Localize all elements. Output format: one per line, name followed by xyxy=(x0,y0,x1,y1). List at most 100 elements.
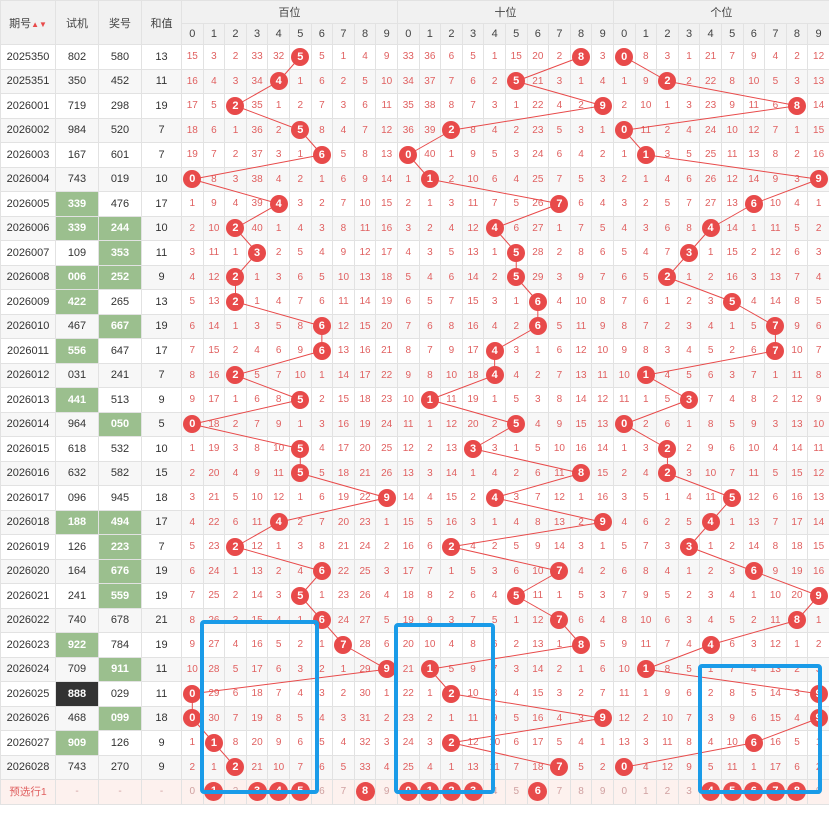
hundreds-miss-cell: 3 xyxy=(288,191,312,217)
issue-cell: 2026014 xyxy=(0,411,56,437)
hundreds-miss-cell: 12 xyxy=(202,264,226,290)
hundreds-miss-cell: 14 xyxy=(202,313,226,339)
preselect-ball[interactable]: 0 xyxy=(398,782,418,802)
tens-preselect-option[interactable]: 8 xyxy=(569,779,593,805)
trial-cell: 740 xyxy=(55,607,99,633)
units-preselect-selected[interactable]: 7 xyxy=(764,779,787,805)
units-miss-cell: 12 xyxy=(807,460,829,486)
units-miss-cell: 2 xyxy=(742,240,766,266)
preselect-ball[interactable]: 6 xyxy=(528,782,548,802)
units-miss-cell: 12 xyxy=(656,754,679,780)
hundreds-preselect-selected[interactable]: 8 xyxy=(353,779,377,805)
preselect-ball[interactable]: 8 xyxy=(787,782,807,802)
units-miss-cell: 11 xyxy=(742,460,766,486)
tens-preselect-selected[interactable]: 3 xyxy=(461,779,485,805)
tens-miss-cell: 2 xyxy=(548,44,571,70)
tens-preselect-option[interactable]: 9 xyxy=(591,779,614,805)
preselect-ball[interactable]: 4 xyxy=(269,782,289,802)
hundreds-hit-cell: 3 xyxy=(245,240,269,266)
hundreds-miss-cell: 3 xyxy=(224,607,247,633)
units-miss-cell: 2 xyxy=(742,607,766,633)
preselect-ball[interactable]: 4 xyxy=(701,782,721,802)
preselect-ball[interactable]: 3 xyxy=(463,782,483,802)
tens-preselect-option[interactable]: 7 xyxy=(548,779,571,805)
units-preselect-option[interactable]: 0 xyxy=(612,779,636,805)
hundreds-preselect-selected[interactable]: 1 xyxy=(202,779,226,805)
units-preselect-option[interactable]: 2 xyxy=(656,779,679,805)
tens-preselect-option[interactable]: 5 xyxy=(504,779,528,805)
hundreds-preselect-selected[interactable]: 5 xyxy=(288,779,312,805)
units-miss-cell: 5 xyxy=(612,534,636,560)
hundreds-preselect-option[interactable]: 2 xyxy=(224,779,247,805)
tens-miss-cell: 9 xyxy=(548,411,571,437)
hundreds-miss-cell: 18 xyxy=(353,387,377,413)
preselect-ball[interactable]: 5 xyxy=(290,782,310,802)
tens-preselect-selected[interactable]: 6 xyxy=(526,779,550,805)
hundreds-preselect-selected[interactable]: 4 xyxy=(267,779,290,805)
tens-preselect-selected[interactable]: 0 xyxy=(396,779,420,805)
preselect-ball[interactable]: 8 xyxy=(355,782,375,802)
tens-preselect-selected[interactable]: 1 xyxy=(418,779,442,805)
preselect-ball[interactable]: 7 xyxy=(765,782,785,802)
hundreds-miss-cell: 3 xyxy=(267,142,290,168)
hundreds-miss-cell: 12 xyxy=(245,534,269,560)
preselect-ball[interactable]: 1 xyxy=(204,782,224,802)
issue-cell: 2026010 xyxy=(0,313,56,339)
tens-hit-cell: 4 xyxy=(483,215,506,241)
units-hit-cell: 3 xyxy=(677,534,701,560)
hundreds-preselect-option[interactable]: 9 xyxy=(375,779,398,805)
hundreds-miss-cell: 1 xyxy=(375,509,398,535)
hundreds-miss-cell: 7 xyxy=(267,681,290,707)
tens-miss-cell: 1 xyxy=(504,607,528,633)
units-miss-cell: 7 xyxy=(720,656,744,682)
hundreds-miss-cell: 4 xyxy=(181,509,204,535)
tens-preselect-selected[interactable]: 2 xyxy=(440,779,463,805)
hundreds-preselect-option[interactable]: 0 xyxy=(181,779,204,805)
units-preselect-selected[interactable]: 5 xyxy=(720,779,744,805)
issue-header[interactable]: 期号▲▼ xyxy=(0,0,56,45)
tens-preselect-option[interactable]: 4 xyxy=(483,779,506,805)
tens-miss-cell: 5 xyxy=(591,215,614,241)
preselect-ball[interactable]: 6 xyxy=(744,782,764,802)
preselect-ball[interactable]: 5 xyxy=(722,782,742,802)
units-miss-cell: 3 xyxy=(785,681,809,707)
tens-hit-cell: 7 xyxy=(548,754,571,780)
units-miss-cell: 10 xyxy=(720,730,744,756)
sort-icon[interactable]: ▲▼ xyxy=(31,19,47,29)
tens-hit-cell: 5 xyxy=(504,264,528,290)
hundreds-miss-cell: 2 xyxy=(288,93,312,119)
hundreds-preselect-option[interactable]: 6 xyxy=(310,779,334,805)
tens-miss-cell: 11 xyxy=(396,411,420,437)
units-preselect-option[interactable]: 3 xyxy=(677,779,701,805)
units-miss-cell: 6 xyxy=(656,607,679,633)
tens-miss-cell: 7 xyxy=(440,289,463,315)
preselect-ball[interactable]: 2 xyxy=(441,782,461,802)
units-preselect-selected[interactable]: 4 xyxy=(699,779,722,805)
units-miss-cell: 19 xyxy=(785,558,809,584)
number-ball: 0 xyxy=(183,684,202,703)
trial-cell: 006 xyxy=(55,264,99,290)
hundreds-miss-cell: 6 xyxy=(310,485,334,511)
units-miss-cell: 3 xyxy=(785,166,809,192)
tens-miss-cell: 16 xyxy=(526,705,550,731)
tens-miss-cell: 25 xyxy=(396,754,420,780)
trial-cell: 096 xyxy=(55,485,99,511)
units-miss-cell: 4 xyxy=(764,436,787,462)
tens-miss-cell: 11 xyxy=(569,313,593,339)
preselect-ball[interactable]: 1 xyxy=(420,782,440,802)
units-miss-cell: 4 xyxy=(634,754,658,780)
preselect-ball[interactable]: 3 xyxy=(247,782,267,802)
units-preselect-option[interactable]: 9 xyxy=(807,779,829,805)
units-preselect-option[interactable]: 1 xyxy=(634,779,658,805)
number-ball: 9 xyxy=(593,96,612,115)
hundreds-miss-cell: 6 xyxy=(267,656,290,682)
hundreds-preselect-option[interactable]: 7 xyxy=(332,779,355,805)
hundreds-digit-header: 0 xyxy=(181,23,204,45)
units-preselect-selected[interactable]: 6 xyxy=(742,779,766,805)
units-preselect-selected[interactable]: 8 xyxy=(785,779,809,805)
hundreds-miss-cell: 17 xyxy=(202,387,226,413)
hundreds-preselect-selected[interactable]: 3 xyxy=(245,779,269,805)
number-ball: 9 xyxy=(809,586,828,605)
tens-miss-cell: 1 xyxy=(396,166,420,192)
tens-miss-cell: 4 xyxy=(526,411,550,437)
